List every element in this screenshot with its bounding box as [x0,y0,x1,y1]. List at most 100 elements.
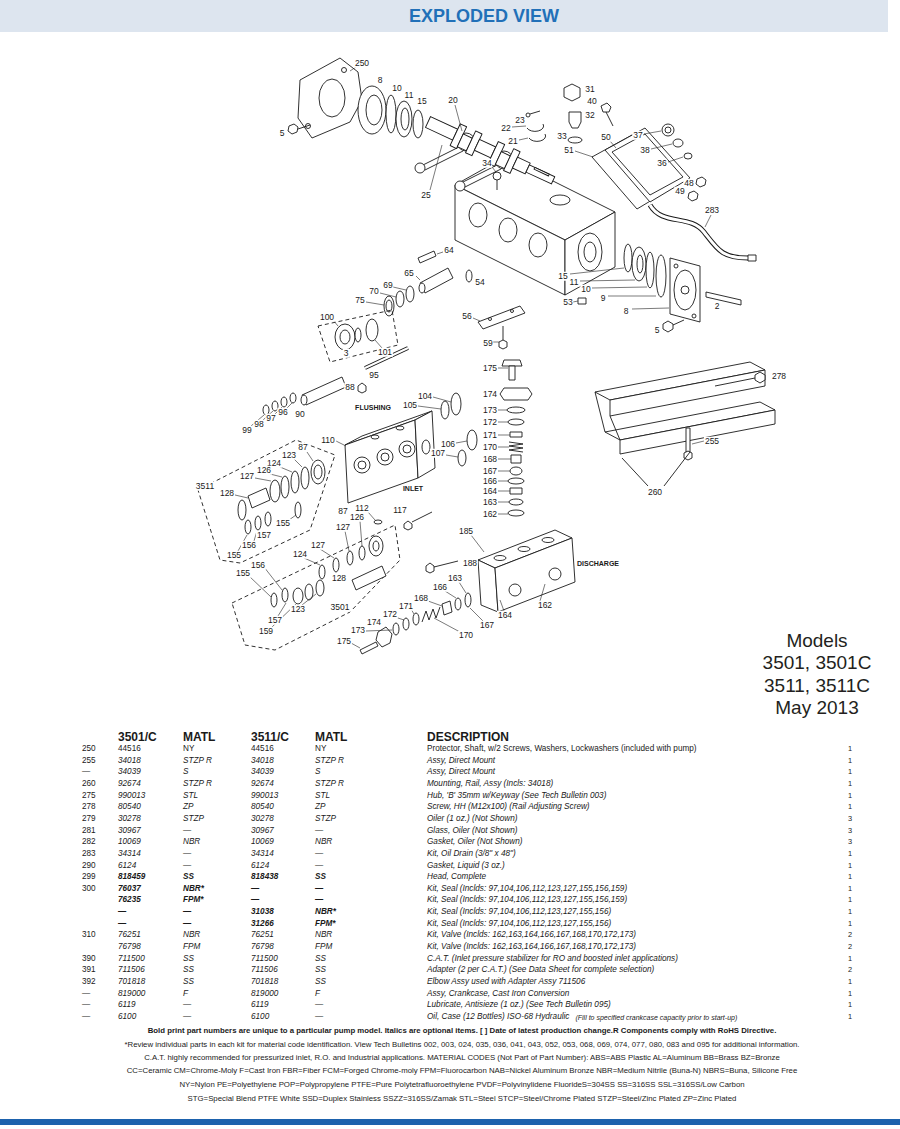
table-cell: 1 [848,862,852,869]
callout-number: 175 [336,637,352,646]
table-cell: 282 [82,838,96,846]
page-title: EXPLODED VIEW [409,7,559,25]
callout-number: 38 [639,146,650,155]
table-cell: SS [315,955,326,963]
footer-rule [0,1119,900,1125]
callout-number: 171 [482,431,498,440]
table-cell: — [118,920,126,928]
table-cell: Hub, 'B' 35mm w/Keyway (See Tech Bulleti… [427,791,606,799]
callout-number: 22 [500,124,511,133]
table-cell: 1 [848,780,852,787]
callout-number: 5 [279,129,286,138]
callout-number: 168 [413,594,429,603]
model-label: 3511, 3511C [764,676,870,695]
callout-number: 127 [239,472,255,481]
table-cell: 80540 [251,803,274,811]
callout-number: 163 [447,574,463,583]
table-cell: Oiler (1 oz.) (Not Shown) [427,815,518,823]
footnote: NY=Nylon PE=Polyethylene POP=Polypropyle… [179,1081,744,1089]
callout-number: 8 [623,307,630,316]
footnote: STG=Special Blend PTFE White SSD=Duplex … [188,1095,737,1103]
callout-number: 97 [265,414,276,423]
callout-number: 188 [462,559,478,568]
table-cell: 34314 [118,850,141,858]
table-cell: 6119 [251,1001,269,1009]
table-cell: 711500 [251,955,278,963]
callout-number: 250 [354,59,370,68]
callout-number: 98 [253,420,264,429]
table-cell: — [183,1001,191,1009]
table-cell: 250 [82,745,96,753]
callout-number: 21 [507,137,518,146]
callout-number: 10 [580,285,591,294]
table-cell: NBR [315,838,332,846]
table-cell: 1 [848,885,852,892]
callout-number: 128 [331,574,347,583]
callout-text: INLET [402,485,424,492]
callout-number: 65 [403,269,414,278]
table-cell: Kit, Valve (Inclds: 162,163,164,166,167,… [427,943,636,951]
callout-number: 168 [482,455,498,464]
table-cell: — [315,885,323,893]
table-cell: Kit, Seal (Inclds: 97,104,106,112,123,12… [427,896,627,904]
table-cell: 76037 [118,885,141,893]
callout-number: 11 [404,91,415,100]
table-cell: — [183,850,191,858]
callout-number: 156 [250,561,266,570]
table-cell: — [183,1013,191,1021]
callout-number: 128 [219,489,235,498]
callout-number: 5 [654,326,661,335]
callout-number: 164 [497,611,513,620]
table-header: MATL [315,731,347,743]
callout-number: 95 [368,371,379,380]
callout-number: 50 [600,133,611,142]
callout-number: 104 [417,392,433,401]
table-cell: 1 [848,978,852,985]
group-label: 3511 [194,482,216,491]
table-cell: Kit, Valve (Inclds: 162,163,164,166,167,… [427,931,636,939]
callout-number: 9 [600,294,607,303]
callout-number: 25 [420,191,431,200]
table-cell: ZP [315,803,325,811]
table-cell: NBR* [315,908,336,916]
table-cell: ZP [183,803,193,811]
table-cell: 34314 [251,850,274,858]
table-cell: 76798 [251,943,274,951]
table-cell: 30278 [118,815,141,823]
callout-number: 166 [482,477,498,486]
table-cell: FPM [183,943,200,951]
table-cell: 30278 [251,815,274,823]
table-cell: Gasket, Oiler (Not Shown) [427,838,523,846]
callout-number: 99 [241,426,252,435]
table-header: DESCRIPTION [427,731,509,743]
table-cell: 44516 [251,745,274,753]
table-cell: Adapter (2 per C.A.T.) (See Data Sheet f… [427,966,654,974]
table-cell: 44516 [118,745,141,753]
table-cell: 30967 [118,826,141,834]
table-cell: SS [183,873,194,881]
callout-number: 255 [704,437,720,446]
leader-lines [235,67,711,648]
table-cell: 6100 [118,1013,136,1021]
table-cell: — [183,826,191,834]
footnote: Bold print part numbers are unique to a … [148,1027,777,1035]
header-band [0,0,888,32]
table-cell: 990013 [118,791,145,799]
table-cell: 279 [82,815,96,823]
table-cell: 819000 [118,990,145,998]
table-cell: 6124 [118,861,136,869]
table-cell: 2 [848,943,852,950]
table-cell: 299 [82,873,96,881]
table-cell: — [183,861,191,869]
table-cell: SS [183,966,194,974]
table-cell: 281 [82,826,96,834]
callout-number: 64 [443,246,454,255]
table-cell: STZP R [315,780,344,788]
table-cell: 92674 [251,780,274,788]
callout-number: 175 [482,364,498,373]
table-cell: — [315,1013,323,1021]
callout-number: 53 [562,298,573,307]
table-cell: 1 [848,769,852,776]
callout-number: 126 [349,513,365,522]
table-cell: Kit, Seal (Inclds: 97,104,106,112,123,12… [427,885,627,893]
